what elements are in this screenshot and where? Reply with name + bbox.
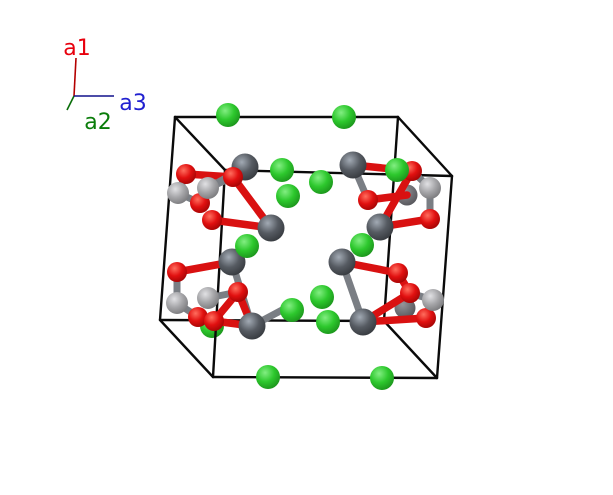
- atom-red[interactable]: [400, 283, 420, 303]
- atom-red[interactable]: [202, 210, 222, 230]
- atom-lightgray[interactable]: [422, 289, 444, 311]
- unit-cell-edge: [435, 174, 454, 380]
- unit-cell-edge: [158, 318, 215, 379]
- unit-cell-layer: [158, 115, 454, 380]
- atom-green[interactable]: [332, 105, 356, 129]
- unit-cell-edge: [211, 375, 439, 380]
- atom-red[interactable]: [416, 308, 436, 328]
- atom-green[interactable]: [280, 298, 304, 322]
- atom-red[interactable]: [388, 263, 408, 283]
- atom-darkgray[interactable]: [349, 308, 377, 336]
- atom-darkgray[interactable]: [238, 312, 266, 340]
- atom-green[interactable]: [370, 366, 394, 390]
- atom-red[interactable]: [167, 262, 187, 282]
- atom-green[interactable]: [235, 234, 259, 258]
- atom-red[interactable]: [176, 164, 196, 184]
- atom-darkgray[interactable]: [366, 213, 394, 241]
- atom-green[interactable]: [276, 184, 300, 208]
- atom-lightgray[interactable]: [197, 177, 219, 199]
- unit-cell-edge: [396, 115, 454, 178]
- unit-cell-edge: [211, 168, 227, 379]
- atom-green[interactable]: [385, 158, 409, 182]
- atom-red[interactable]: [223, 167, 243, 187]
- unit-cell-edge: [173, 115, 227, 172]
- atom-darkgray[interactable]: [339, 151, 367, 179]
- atom-green[interactable]: [310, 285, 334, 309]
- atom-lightgray[interactable]: [166, 292, 188, 314]
- axis-a2-line: [66, 95, 75, 111]
- axis-a1-label: a1: [63, 36, 90, 61]
- unit-cell-edge: [158, 115, 177, 322]
- axis-a1-line: [73, 57, 77, 97]
- atom-green[interactable]: [216, 103, 240, 127]
- axis-a2-label: a2: [84, 110, 111, 135]
- atom-darkgray[interactable]: [218, 248, 246, 276]
- axis-a3-label: a3: [119, 91, 146, 116]
- atom-darkgray[interactable]: [257, 214, 285, 242]
- unit-cell-edge: [382, 319, 439, 380]
- atom-green[interactable]: [256, 365, 280, 389]
- atom-red[interactable]: [188, 307, 208, 327]
- atom-red[interactable]: [204, 311, 224, 331]
- atom-lightgray[interactable]: [167, 182, 189, 204]
- atoms-layer: [166, 103, 444, 390]
- axes-widget: a1 a2 a3: [63, 36, 146, 135]
- atom-red[interactable]: [420, 209, 440, 229]
- atom-red[interactable]: [358, 190, 378, 210]
- atom-green[interactable]: [270, 158, 294, 182]
- atom-green[interactable]: [316, 310, 340, 334]
- atom-green[interactable]: [309, 170, 333, 194]
- atom-darkgray[interactable]: [328, 248, 356, 276]
- atom-red[interactable]: [228, 282, 248, 302]
- unit-cell-edge: [382, 115, 400, 323]
- atom-lightgray[interactable]: [419, 177, 441, 199]
- atom-lightgray[interactable]: [197, 287, 219, 309]
- atom-green[interactable]: [350, 233, 374, 257]
